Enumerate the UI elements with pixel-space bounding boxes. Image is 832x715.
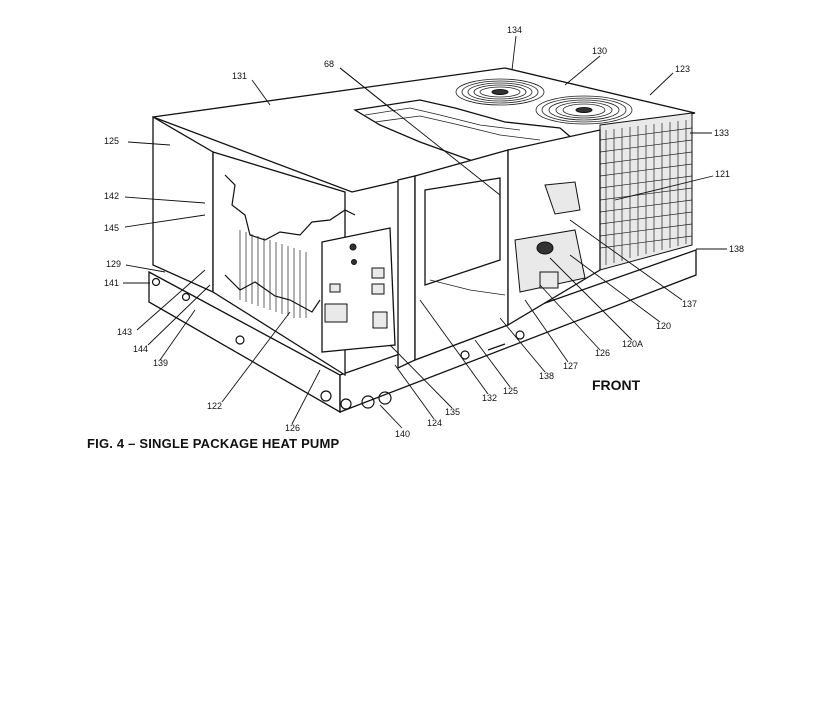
blower-housing (424, 177, 501, 286)
callout-68: 68 (324, 59, 334, 69)
condenser-fan-right (535, 95, 633, 125)
outdoor-fan-motor (544, 181, 581, 215)
callout-125-left: 125 (104, 136, 119, 146)
callout-140: 140 (395, 429, 410, 439)
control-box-panel (212, 151, 346, 377)
contactor (324, 303, 348, 323)
callout-129: 129 (106, 259, 121, 269)
callout-124: 124 (427, 418, 442, 428)
callout-126-left: 126 (285, 423, 300, 433)
condenser-fan-left (455, 78, 545, 106)
callout-120A: 120A (622, 339, 643, 349)
callout-131: 131 (232, 71, 247, 81)
callout-141: 141 (104, 278, 119, 288)
center-divider (397, 175, 416, 370)
callout-120: 120 (656, 321, 671, 331)
callout-123: 123 (675, 64, 690, 74)
callout-121: 121 (715, 169, 730, 179)
callout-135: 135 (445, 407, 460, 417)
callout-137: 137 (682, 299, 697, 309)
relay (371, 283, 385, 295)
callout-142: 142 (104, 191, 119, 201)
capacitor (372, 311, 388, 329)
callout-144: 144 (133, 344, 148, 354)
torn-panel-edge (224, 174, 356, 241)
callout-143: 143 (117, 327, 132, 337)
terminal (329, 283, 341, 293)
callout-139: 139 (153, 358, 168, 368)
compressor-cap (536, 241, 554, 255)
compressor-box (514, 229, 586, 293)
callout-126-right: 126 (595, 348, 610, 358)
base-holes (151, 277, 525, 410)
callout-127: 127 (563, 361, 578, 371)
callout-130: 130 (592, 46, 607, 56)
outdoor-coil-grid (599, 120, 693, 265)
figure-caption: FIG. 4 – SINGLE PACKAGE HEAT PUMP (87, 436, 340, 451)
front-label: FRONT (592, 377, 641, 393)
callout-122: 122 (207, 401, 222, 411)
indoor-coil (239, 230, 307, 318)
callout-145: 145 (104, 223, 119, 233)
callout-132: 132 (482, 393, 497, 403)
left-end-panel (152, 115, 214, 294)
callout-138-right: 138 (729, 244, 744, 254)
callout-125-front: 125 (503, 386, 518, 396)
callout-133: 133 (714, 128, 729, 138)
callout-labels: 134 130 123 131 68 125 133 121 142 145 1… (104, 25, 744, 439)
callout-134: 134 (507, 25, 522, 35)
accumulator (539, 271, 559, 289)
leader-lines (123, 35, 727, 429)
callout-138-front: 138 (539, 371, 554, 381)
relay (371, 267, 385, 279)
